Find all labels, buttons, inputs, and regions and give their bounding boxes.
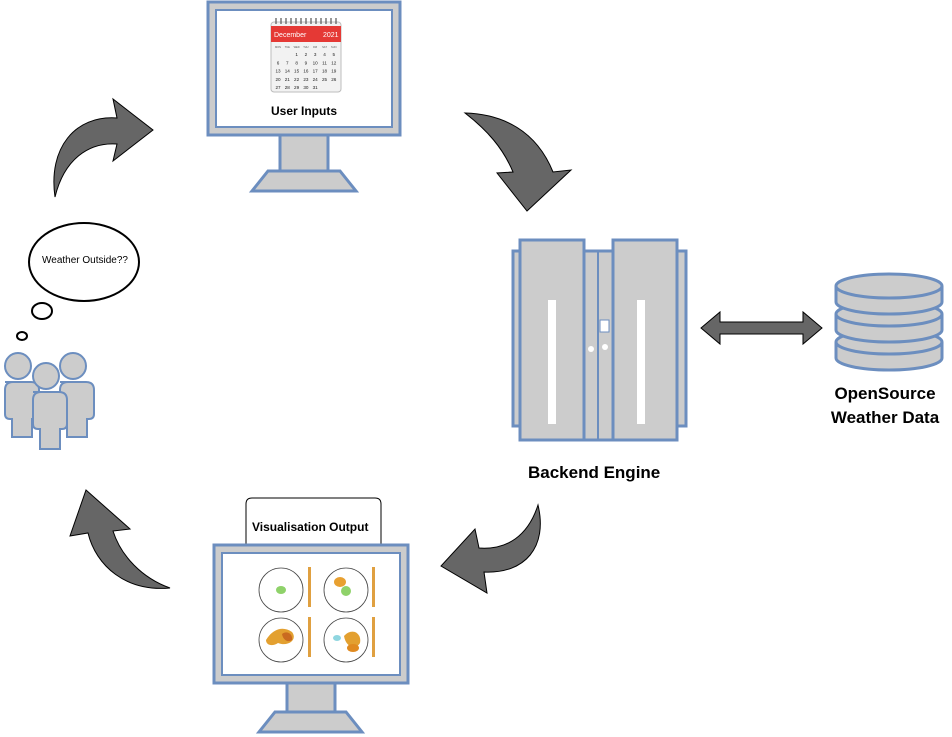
thought-bubble-text: Weather Outside?? (42, 255, 128, 266)
calendar-day: 11 (322, 60, 327, 65)
calendar-day: 24 (313, 77, 319, 82)
curved-arrow-to-user-inputs (53, 97, 154, 198)
curved-arrow-to-backend (463, 112, 573, 212)
user-inputs-label: User Inputs (271, 104, 338, 118)
map-panel-4 (323, 617, 375, 663)
calendar-day: 13 (275, 69, 281, 74)
calendar-day: 23 (303, 77, 309, 82)
calendar-weekday: SAT (322, 45, 327, 49)
calendar-day: 9 (305, 60, 308, 65)
calendar-month: December (274, 32, 307, 39)
map-panel-3 (258, 617, 311, 663)
calendar-day: 4 (323, 52, 326, 57)
backend-engine-label: Backend Engine (528, 463, 661, 482)
calendar-day: 2 (305, 52, 308, 57)
users-group-icon (4, 352, 95, 450)
database-label-line1: OpenSource (834, 384, 936, 403)
calendar-day: 26 (331, 77, 337, 82)
calendar-day: 27 (275, 85, 281, 90)
calendar-day: 5 (333, 52, 336, 57)
visualisation-output-label: Visualisation Output (252, 520, 369, 534)
calendar-day: 17 (313, 69, 319, 74)
calendar-day: 12 (331, 60, 337, 65)
calendar-weekday: WED (294, 45, 300, 49)
calendar-day: 18 (322, 69, 328, 74)
backend-server-icon (511, 238, 688, 442)
calendar-day: 3 (314, 52, 317, 57)
calendar-day: 1 (295, 52, 298, 57)
calendar-weekday: SUN (331, 45, 337, 49)
calendar-day: 31 (313, 85, 319, 90)
calendar-day: 28 (285, 85, 291, 90)
calendar-day: 25 (322, 77, 328, 82)
visualisation-maps (258, 567, 375, 663)
calendar-day: 19 (331, 69, 337, 74)
calendar-day: 29 (294, 85, 300, 90)
database-label: OpenSource Weather Data (822, 382, 948, 430)
calendar-weekday: MON (275, 45, 281, 49)
database-label-line2: Weather Data (830, 408, 940, 427)
calendar-day: 16 (303, 69, 309, 74)
map-panel-1 (258, 567, 311, 613)
curved-arrow-to-visualisation (440, 503, 541, 594)
database-icon (834, 272, 944, 372)
calendar-weekday: FRI (313, 45, 317, 49)
calendar-day: 15 (294, 69, 300, 74)
thought-bubble (16, 222, 140, 341)
map-panel-2 (323, 567, 375, 613)
calendar-day: 6 (277, 60, 280, 65)
calendar-weekday: THU (303, 45, 308, 49)
calendar-year: 2021 (323, 32, 339, 39)
curved-arrow-to-users (69, 489, 171, 589)
double-arrow-backend-database (700, 310, 823, 346)
calendar-day: 30 (303, 85, 309, 90)
calendar-day: 21 (285, 77, 291, 82)
calendar-day: 22 (294, 77, 300, 82)
calendar-weekday: TUE (285, 45, 290, 49)
calendar-day: 7 (286, 60, 289, 65)
calendar-day: 8 (295, 60, 298, 65)
calendar-day: 14 (285, 69, 291, 74)
calendar-day: 10 (313, 60, 319, 65)
calendar-day: 20 (275, 77, 281, 82)
